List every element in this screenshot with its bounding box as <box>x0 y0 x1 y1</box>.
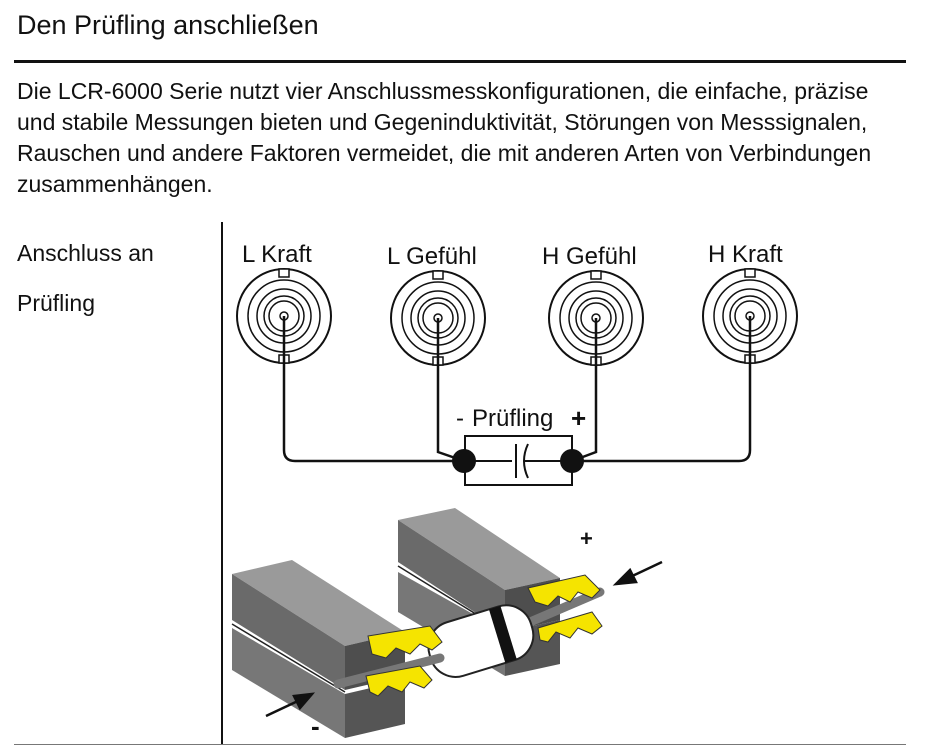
wire-l-kraft <box>282 316 464 463</box>
test-fixture-illustration <box>231 508 663 738</box>
dut-node-minus <box>452 449 476 473</box>
wire-h-kraft <box>572 316 752 463</box>
row-label-line2: Prüfling <box>17 290 95 316</box>
bottom-divider <box>14 744 906 745</box>
terminal-label-l-gefuehl: L Gefühl <box>387 243 477 270</box>
terminal-label-h-kraft: H Kraft <box>708 241 783 268</box>
dut-plus-sign: + <box>571 403 586 433</box>
page-title: Den Prüfling anschließen <box>17 10 319 40</box>
terminal-label-h-gefuehl: H Gefühl <box>542 243 637 270</box>
terminal-label-l-kraft: L Kraft <box>242 241 312 268</box>
title-divider <box>14 60 906 63</box>
column-divider <box>221 222 223 745</box>
fixture-plus-sign: + <box>580 526 593 551</box>
dut-node-plus <box>560 449 584 473</box>
fixture-minus-sign: - <box>311 711 320 741</box>
dut-minus-sign: - <box>456 405 464 432</box>
dut-label: Prüfling <box>472 405 553 432</box>
row-label-line1: Anschluss an <box>17 240 154 266</box>
intro-paragraph: Die LCR-6000 Serie nutzt vier Anschlussm… <box>17 78 872 197</box>
